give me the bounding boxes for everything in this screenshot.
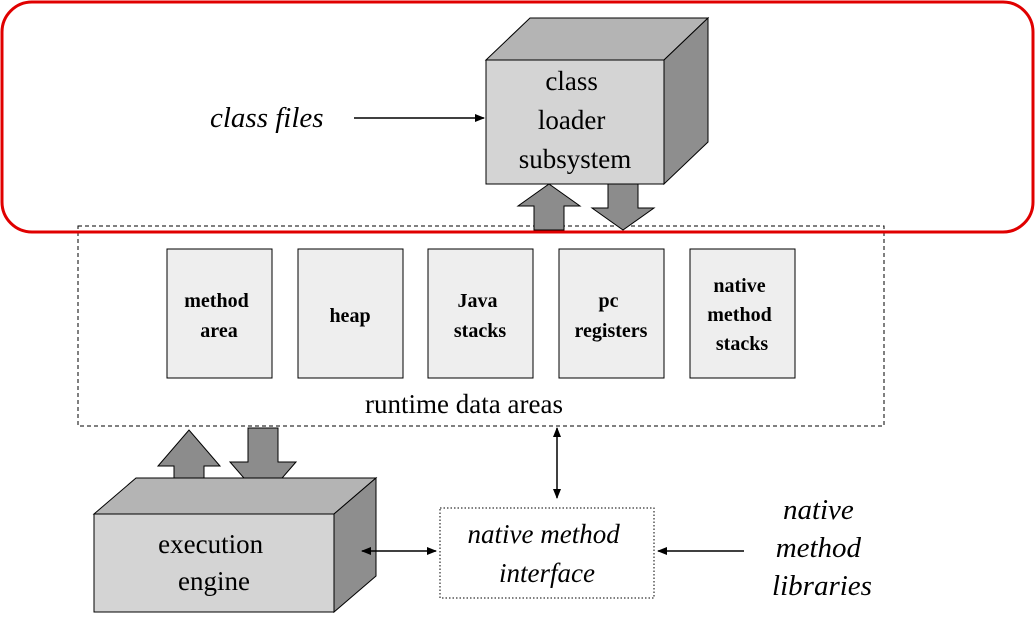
pc-registers-line-2: registers — [575, 320, 648, 342]
class-loader-subsystem-box: class loader subsystem — [484, 16, 710, 186]
native-method-interface-box: native method interface — [439, 507, 655, 599]
native-libraries-line-2: method — [776, 532, 862, 564]
svg-text:execution engine: execution engine — [158, 529, 270, 596]
heap-label: heap — [329, 305, 370, 327]
execution-engine-line-1: execution — [158, 529, 263, 559]
native-stacks-line-2: method — [707, 304, 771, 326]
native-stacks-line-1: native — [713, 275, 765, 297]
execution-engine-line-2: engine — [178, 566, 250, 596]
pc-registers-line-1: pc — [599, 290, 619, 312]
runtime-data-areas-label: runtime data areas — [365, 389, 563, 419]
native-libraries-line-3: libraries — [772, 570, 872, 602]
svg-text:Java stacks: Java stacks — [454, 290, 506, 342]
java-stacks-line-1: Java — [458, 290, 498, 312]
method-area-line-1: method — [184, 290, 248, 312]
class-loader-line-1: class — [545, 66, 597, 96]
class-loader-down-arrow — [590, 183, 656, 231]
method-area-line-2: area — [200, 320, 237, 342]
native-stacks-line-3: stacks — [716, 333, 768, 355]
runtime-area-heap: heap — [297, 248, 404, 379]
runtime-area-pc-registers: pc registers — [558, 248, 665, 379]
runtime-area-method-area: method area — [166, 248, 273, 379]
native-interface-line-1: native method — [468, 519, 621, 549]
svg-text:method area: method area — [184, 290, 253, 342]
class-loader-up-arrow — [516, 183, 582, 231]
class-loader-line-3: subsystem — [519, 144, 632, 174]
svg-text:native method librarie: native method libraries — [772, 494, 872, 602]
runtime-data-areas-container — [77, 225, 885, 427]
svg-text:pc registers: pc registers — [575, 290, 648, 342]
runtime-area-java-stacks: Java stacks — [427, 248, 534, 379]
class-files-label: class files — [210, 102, 324, 134]
class-loader-line-2: loader — [538, 105, 605, 135]
java-stacks-line-2: stacks — [454, 320, 506, 342]
class-loader-highlight-frame — [0, 0, 1035, 234]
svg-text:native method stac: native method stacks — [707, 275, 776, 355]
native-libraries-line-1: native — [783, 494, 854, 526]
svg-text:native method interface: native method interface — [468, 519, 627, 588]
execution-engine-box: execution engine — [92, 476, 378, 614]
runtime-area-native-method-stacks: native method stacks — [689, 248, 796, 379]
svg-text:class loader subsy: class loader subsystem — [519, 66, 632, 174]
native-interface-line-2: interface — [499, 558, 595, 588]
